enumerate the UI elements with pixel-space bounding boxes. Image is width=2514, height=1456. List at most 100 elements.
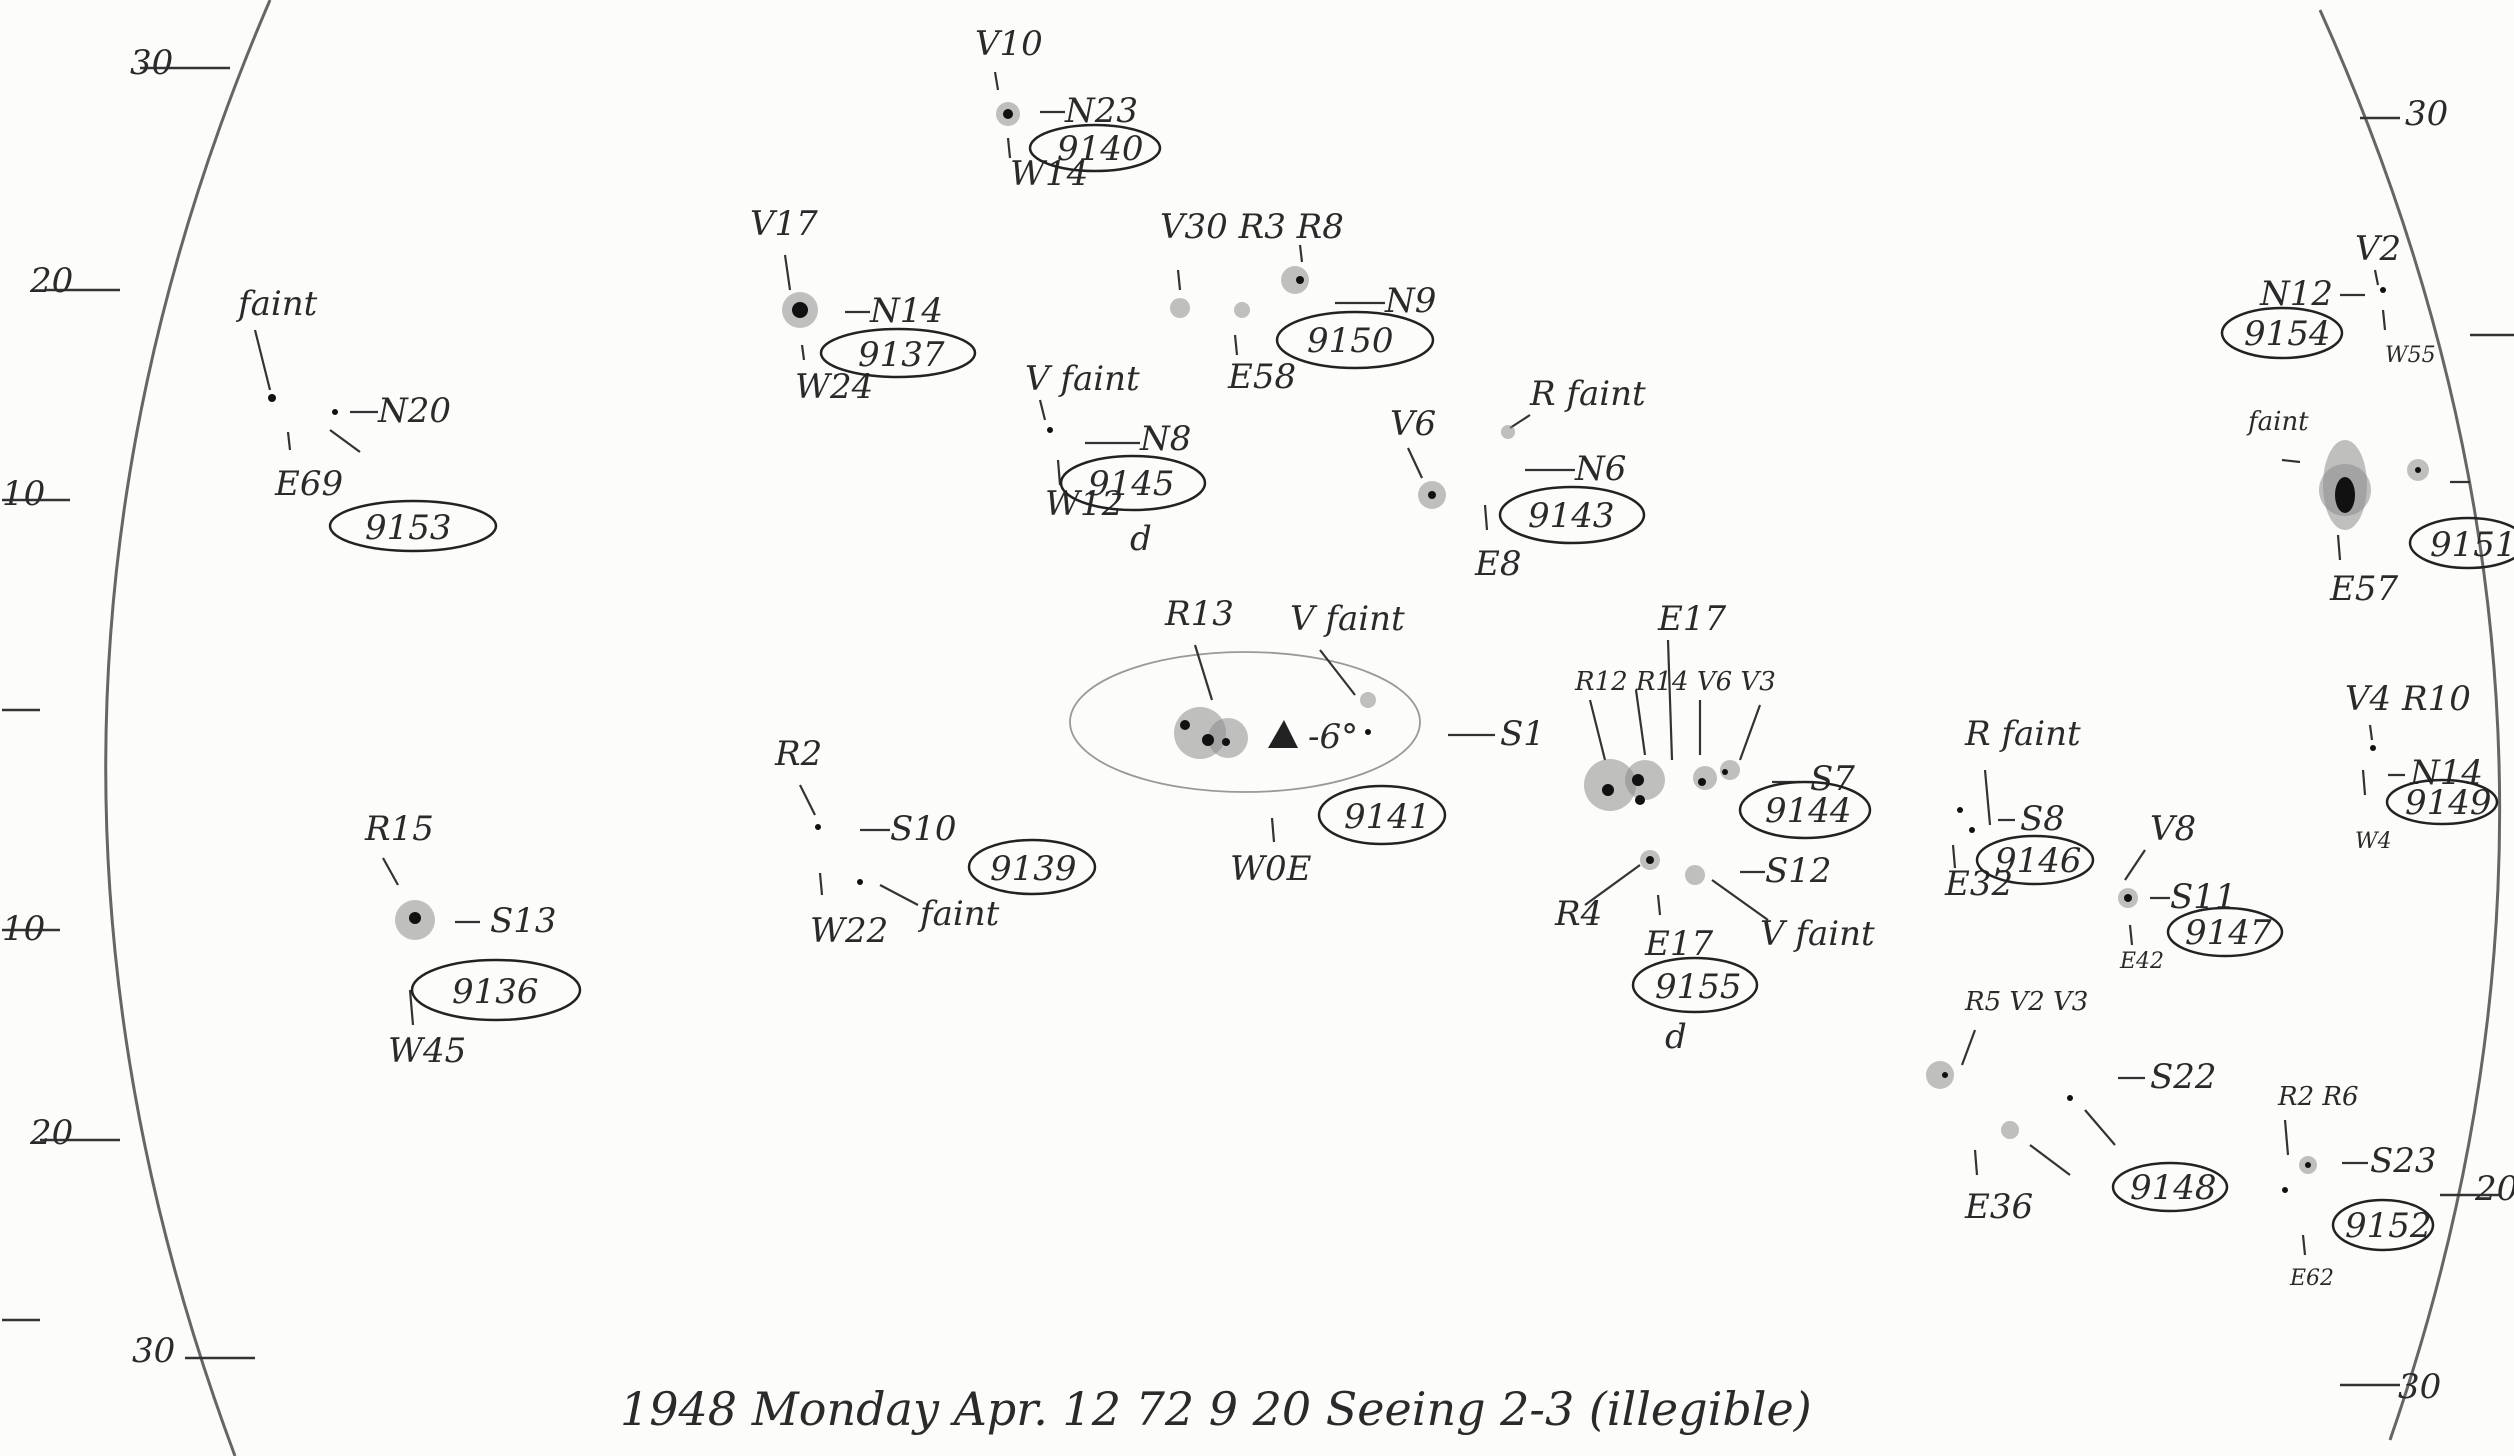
longitude-label: E58	[1227, 357, 1296, 397]
longitude-label: W14	[1010, 154, 1088, 194]
group-9153: V2 N12 W55 9154	[2220, 229, 2436, 368]
group-9145: V faint N8 W12 9145 d	[1025, 359, 1207, 559]
longitude-label: W55	[2385, 343, 2436, 368]
longitude-label: W22	[810, 911, 888, 951]
right-tick-label: 30	[2398, 1367, 2441, 1407]
group-number: 9136	[452, 972, 539, 1012]
longitude-label: W4	[2355, 829, 2392, 854]
group-number: 9137	[858, 335, 945, 375]
group-9148: R5 V2 V3 S22 E36 9148	[1926, 987, 2229, 1227]
group-9154: faint N20 E69 9153	[235, 284, 498, 553]
latitude-label: N14	[2409, 753, 2483, 793]
latitude-label: S22	[2150, 1057, 2217, 1097]
group-number-oval	[2111, 1161, 2229, 1213]
group-number: 9151	[2430, 525, 2514, 565]
longitude-label: W45	[388, 1031, 466, 1071]
spot-type-label: R2 R6	[2277, 1082, 2359, 1112]
group-number: 9147	[2185, 913, 2272, 953]
latitude-label: S11	[2170, 877, 2237, 917]
group-number: 9146	[1995, 841, 2082, 881]
note-label: faint	[917, 894, 1000, 934]
group-9137: V17 N14 W24 9137	[750, 204, 977, 407]
group-number-oval	[819, 327, 977, 379]
left-tick-label: 20	[29, 1113, 73, 1153]
latitude-label: N8	[1139, 419, 1191, 459]
group-number: 9154	[2244, 314, 2331, 354]
group-9152: R2 R6 S23 E62 9152	[2277, 1082, 2437, 1291]
group-number-oval	[2220, 306, 2344, 360]
group-9139: R2 S10 faint W22 9139	[774, 734, 1097, 951]
observation-caption: 1948 Monday Apr. 12 72 9 20 Seeing 2-3 (…	[620, 1382, 1812, 1436]
longitude-label: E17	[1657, 599, 1726, 639]
group-number-oval	[328, 499, 498, 553]
spot-type-label: V10	[975, 24, 1043, 64]
left-latitude-scale: 30 20 10 10 20 30	[2, 43, 255, 1371]
group-number-oval	[1028, 123, 1162, 173]
group-number-oval	[1631, 956, 1759, 1014]
latitude-label: S1	[1500, 714, 1545, 754]
group-number: 9152	[2345, 1206, 2432, 1246]
spot-type-label: V17	[750, 204, 818, 244]
longitude-label: E36	[1964, 1187, 2033, 1227]
group-number: 9145	[1088, 464, 1175, 504]
note-label: V faint	[1760, 914, 1875, 954]
group-number-oval	[2385, 778, 2499, 826]
group-number-oval	[1738, 780, 1872, 840]
left-tick-label: 20	[29, 261, 73, 301]
group-9136: R15 S13 W45 9136	[364, 809, 582, 1071]
group-number-oval	[967, 838, 1097, 896]
group-9141: R13 -6° V faint S1 W0E 9141	[1069, 594, 1545, 889]
group-9150: faint E57 9151	[2246, 407, 2514, 609]
group-number-oval	[1317, 784, 1447, 846]
group-9155: S12 R4 V faint E17 9155 d	[1554, 850, 1875, 1057]
spot-type-label: R faint	[1964, 714, 2081, 754]
spot-type-label: R15	[364, 809, 434, 849]
group-number-oval	[2166, 906, 2284, 958]
spot-type-label: R13	[1164, 594, 1234, 634]
extra-label: -6°	[1308, 717, 1358, 757]
left-tick-label: 30	[130, 43, 173, 83]
group-9151: V4 R10 N14 W4 9149	[2345, 679, 2499, 854]
group-number-oval	[2331, 1198, 2435, 1252]
latitude-label: N20	[377, 391, 451, 431]
group-number-oval	[410, 958, 582, 1022]
note-label: R faint	[1529, 374, 1646, 414]
group-number: 9144	[1765, 791, 1852, 831]
left-tick-label: 30	[132, 1331, 175, 1371]
group-9147: V8 S11 E42 9147	[2118, 809, 2284, 974]
longitude-label: E42	[2119, 949, 2164, 974]
latitude-label: S7	[1810, 759, 1855, 799]
group-number-oval	[1975, 834, 2095, 886]
sun-center-marker	[1268, 720, 1298, 748]
spot-type-label: V2	[2355, 229, 2401, 269]
spot-type-label: faint	[235, 284, 318, 324]
note-label: V faint	[1290, 599, 1405, 639]
group-9146: R faint S8 E32 9146	[1944, 714, 2095, 904]
right-tick-label: 20	[2474, 1169, 2514, 1209]
group-number-oval	[1059, 454, 1207, 512]
group-number-oval	[1275, 310, 1435, 370]
left-limb-arc	[104, 0, 272, 1456]
group-number-oval	[1498, 485, 1646, 545]
group-number: 9148	[2130, 1168, 2217, 1208]
longitude-label: E8	[1474, 544, 1521, 584]
longitude-label: E32	[1944, 864, 2013, 904]
longitude-label: E57	[2329, 569, 2398, 609]
left-tick-label: 10	[2, 474, 45, 514]
group-9149: V30 R3 R8 N9 E58 9150	[1160, 207, 1436, 397]
group-number: 9153	[365, 508, 452, 548]
latitude-label: S23	[2370, 1141, 2437, 1181]
group-number: 9143	[1528, 496, 1615, 536]
longitude-label: W0E	[1230, 849, 1312, 889]
group-9143: V6 R faint N6 E8 9143	[1390, 374, 1646, 584]
spot-type-label: faint	[2246, 407, 2309, 437]
spot-type-label: V8	[2150, 809, 2196, 849]
group-number: 9140	[1057, 129, 1144, 169]
latitude-label: N14	[869, 291, 943, 331]
latitude-label: S13	[490, 901, 557, 941]
right-limb-arc	[2318, 9, 2502, 1441]
longitude-label: E62	[2289, 1266, 2334, 1291]
group-number: 9150	[1307, 321, 1394, 361]
